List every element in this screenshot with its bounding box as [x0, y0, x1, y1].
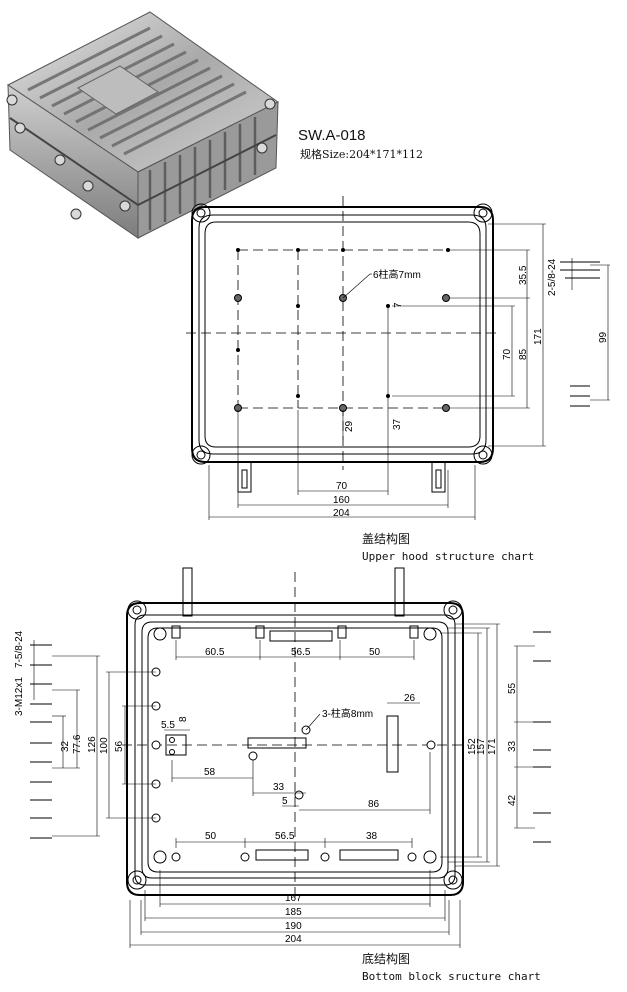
dim-152: 152 — [467, 738, 478, 755]
dim-5: 5 — [282, 796, 288, 807]
dim-167: 167 — [285, 893, 302, 904]
dim-50-bottom: 50 — [205, 831, 217, 842]
dim-50-top: 50 — [369, 647, 381, 658]
aluminum-enclosure-photo — [6, 11, 279, 239]
upper-caption-cn: 盖结构图 — [362, 531, 410, 546]
dim-99: 99 — [598, 331, 609, 343]
dim-204-upper: 204 — [333, 508, 350, 519]
dim-56-5-top: 56.5 — [291, 647, 311, 658]
size-spec: 规格Size:204*171*112 — [300, 147, 423, 161]
dim-58: 58 — [204, 767, 216, 778]
dim-60-5: 60.5 — [205, 647, 225, 658]
dim-160: 160 — [333, 495, 350, 506]
bottom-block-drawing — [30, 567, 551, 948]
dim-38: 38 — [366, 831, 378, 842]
model-number: SW.A-018 — [298, 127, 366, 144]
bottom-left-holes — [151, 667, 161, 823]
dim-126: 126 — [87, 736, 98, 753]
upper-hood-drawing — [186, 196, 610, 520]
hood-side-profile — [560, 258, 610, 407]
dim-85: 85 — [518, 348, 529, 360]
dim-32: 32 — [60, 740, 71, 752]
dim-56-5-bottom: 56.5 — [275, 831, 295, 842]
dim-55: 55 — [507, 682, 518, 694]
dim-8: 8 — [178, 716, 189, 722]
dim-157: 157 — [476, 738, 487, 755]
dim-171-upper: 171 — [533, 328, 544, 345]
dim-35-5: 35.5 — [518, 265, 529, 285]
dim-56: 56 — [114, 740, 125, 752]
dim-100: 100 — [99, 737, 110, 754]
dim-33-inner: 33 — [273, 782, 285, 793]
dim-5-5: 5.5 — [161, 720, 175, 731]
bottom-caption-en: Bottom block sructure chart — [362, 970, 541, 983]
hood-thread-spec: 2-5/8-24 — [547, 258, 558, 296]
dim-42: 42 — [507, 794, 518, 806]
dim-33-right: 33 — [507, 740, 518, 752]
dim-70-vert: 70 — [502, 348, 513, 360]
bottom-caption-cn: 底结构图 — [362, 951, 410, 966]
dim-86: 86 — [368, 799, 380, 810]
dim-37: 37 — [392, 418, 403, 430]
upper-caption-en: Upper hood structure chart — [362, 550, 534, 563]
dim-77-6: 77.6 — [72, 734, 83, 754]
dim-70-bottom: 70 — [336, 481, 348, 492]
dim-29: 29 — [344, 420, 355, 432]
bottom-side-profile — [514, 631, 551, 843]
hood-boss-note: 6柱高7mm — [373, 268, 421, 281]
dim-204-bottom: 204 — [285, 934, 302, 945]
dim-26: 26 — [404, 693, 416, 704]
bottom-thread-spec-2: 3-M12x1 — [14, 677, 25, 716]
bottom-left-profile — [30, 640, 156, 839]
bottom-thread-spec-1: 7-5/8-24 — [14, 630, 25, 668]
dim-7: 7 — [393, 302, 404, 308]
bottom-boss-note: 3-柱高8mm — [322, 707, 373, 720]
dim-185: 185 — [285, 907, 302, 918]
dim-171-bottom: 171 — [487, 738, 498, 755]
dim-190: 190 — [285, 921, 302, 932]
